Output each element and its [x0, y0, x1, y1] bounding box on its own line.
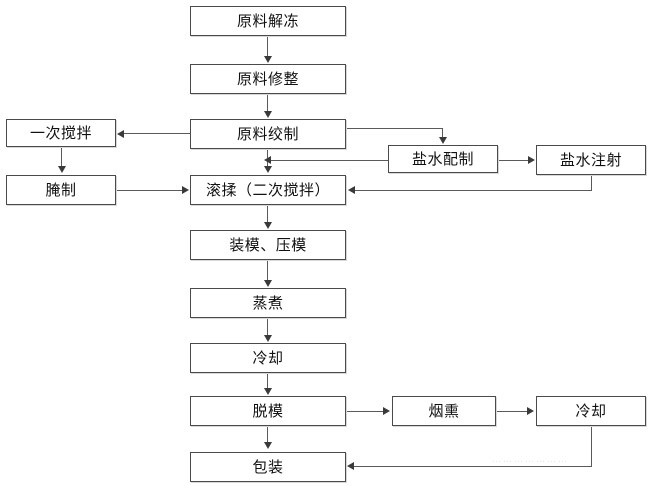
arrowhead-demold-to-pack — [264, 442, 272, 449]
arrowhead-cure-to-tumble — [182, 186, 189, 194]
node-smoking[interactable]: 烟熏 — [392, 396, 496, 426]
edge-line-grind-to-brine-h — [346, 128, 443, 129]
node-label: 原料修整 — [236, 69, 299, 88]
arrowhead-trim-to-grind — [264, 111, 272, 118]
node-label: 冷却 — [252, 348, 284, 367]
edge-line-grind-to-mix1 — [124, 133, 191, 134]
edge-line-tumble-to-mold — [267, 205, 268, 223]
arrowhead-thaw-to-trim — [264, 56, 272, 63]
arrowhead-inject-to-tumble — [348, 186, 355, 194]
arrowhead-mix1-to-cure — [58, 166, 66, 173]
edge-line-inject-to-tumble-h — [355, 190, 592, 191]
edge-line-mix1-to-cure — [61, 147, 62, 167]
node-tumbling-second-mixing[interactable]: 滚揉（二次搅拌） — [190, 175, 346, 205]
edge-line-brine-to-trunk — [268, 160, 388, 161]
edge-line-cook-to-cool1 — [267, 318, 268, 336]
node-molding-pressing[interactable]: 装模、压模 — [190, 230, 346, 260]
arrowhead-brine-to-inject — [528, 156, 535, 164]
node-raw-material-trimming[interactable]: 原料修整 — [190, 64, 346, 94]
node-label: 滚揉（二次搅拌） — [205, 180, 330, 199]
edge-line-inject-to-tumble-v — [591, 175, 592, 190]
edge-line-trim-to-grind — [267, 94, 268, 112]
arrowhead-cook-to-cool1 — [264, 335, 272, 342]
edge-line-grind-to-brine-v — [442, 128, 443, 138]
node-label: 原料绞制 — [236, 124, 299, 143]
arrowhead-cool2-to-pack — [347, 462, 354, 470]
arrowhead-grind-to-tumble — [264, 166, 272, 173]
node-cooling-second[interactable]: 冷却 — [536, 396, 646, 426]
edge-line-cool2-to-pack-h — [354, 466, 592, 467]
node-label: 一次搅拌 — [29, 123, 92, 142]
edge-line-thaw-to-trim — [267, 36, 268, 57]
node-label: 脱模 — [252, 401, 284, 420]
node-label: 腌制 — [45, 180, 77, 199]
node-packaging[interactable]: 包装 — [190, 452, 346, 482]
node-label: 蒸煮 — [252, 293, 284, 312]
node-label: 盐水注射 — [559, 150, 622, 169]
node-raw-material-thawing[interactable]: 原料解冻 — [190, 6, 346, 36]
edge-line-cool2-to-pack-v — [591, 426, 592, 467]
node-brine-preparation[interactable]: 盐水配制 — [388, 145, 498, 173]
arrowhead-tumble-to-mold — [264, 222, 272, 229]
watermark-text: ………………… — [492, 455, 569, 465]
arrowhead-grind-to-mix1 — [117, 130, 124, 138]
edge-line-smoke-to-cool2 — [496, 411, 528, 412]
edge-line-mold-to-cook — [267, 260, 268, 281]
node-first-mixing[interactable]: 一次搅拌 — [6, 119, 116, 147]
arrowhead-cool1-to-demold — [264, 388, 272, 395]
arrowhead-demold-to-smoke — [383, 407, 390, 415]
node-curing[interactable]: 腌制 — [6, 175, 116, 205]
arrowhead-mold-to-cook — [264, 280, 272, 287]
node-cooling-first[interactable]: 冷却 — [190, 343, 346, 373]
arrowhead-grind-to-brine — [439, 137, 447, 144]
node-brine-injection[interactable]: 盐水注射 — [536, 145, 646, 175]
node-label: 包装 — [252, 457, 284, 476]
node-label: 原料解冻 — [236, 11, 299, 30]
node-label: 冷却 — [575, 401, 607, 420]
node-label: 烟熏 — [428, 401, 460, 420]
arrowhead-brine-to-trunk — [264, 156, 271, 164]
node-label: 装模、压模 — [229, 235, 307, 254]
edge-line-cure-to-tumble — [116, 190, 183, 191]
node-demolding[interactable]: 脱模 — [190, 396, 346, 426]
node-label: 盐水配制 — [411, 149, 474, 168]
edge-line-cool1-to-demold — [267, 373, 268, 389]
arrowhead-smoke-to-cool2 — [527, 407, 534, 415]
edge-line-demold-to-smoke — [346, 411, 384, 412]
node-steaming-cooking[interactable]: 蒸煮 — [190, 288, 346, 318]
node-raw-material-grinding[interactable]: 原料绞制 — [190, 119, 346, 149]
edge-line-brine-to-inject — [498, 160, 529, 161]
edge-line-demold-to-pack — [267, 426, 268, 443]
